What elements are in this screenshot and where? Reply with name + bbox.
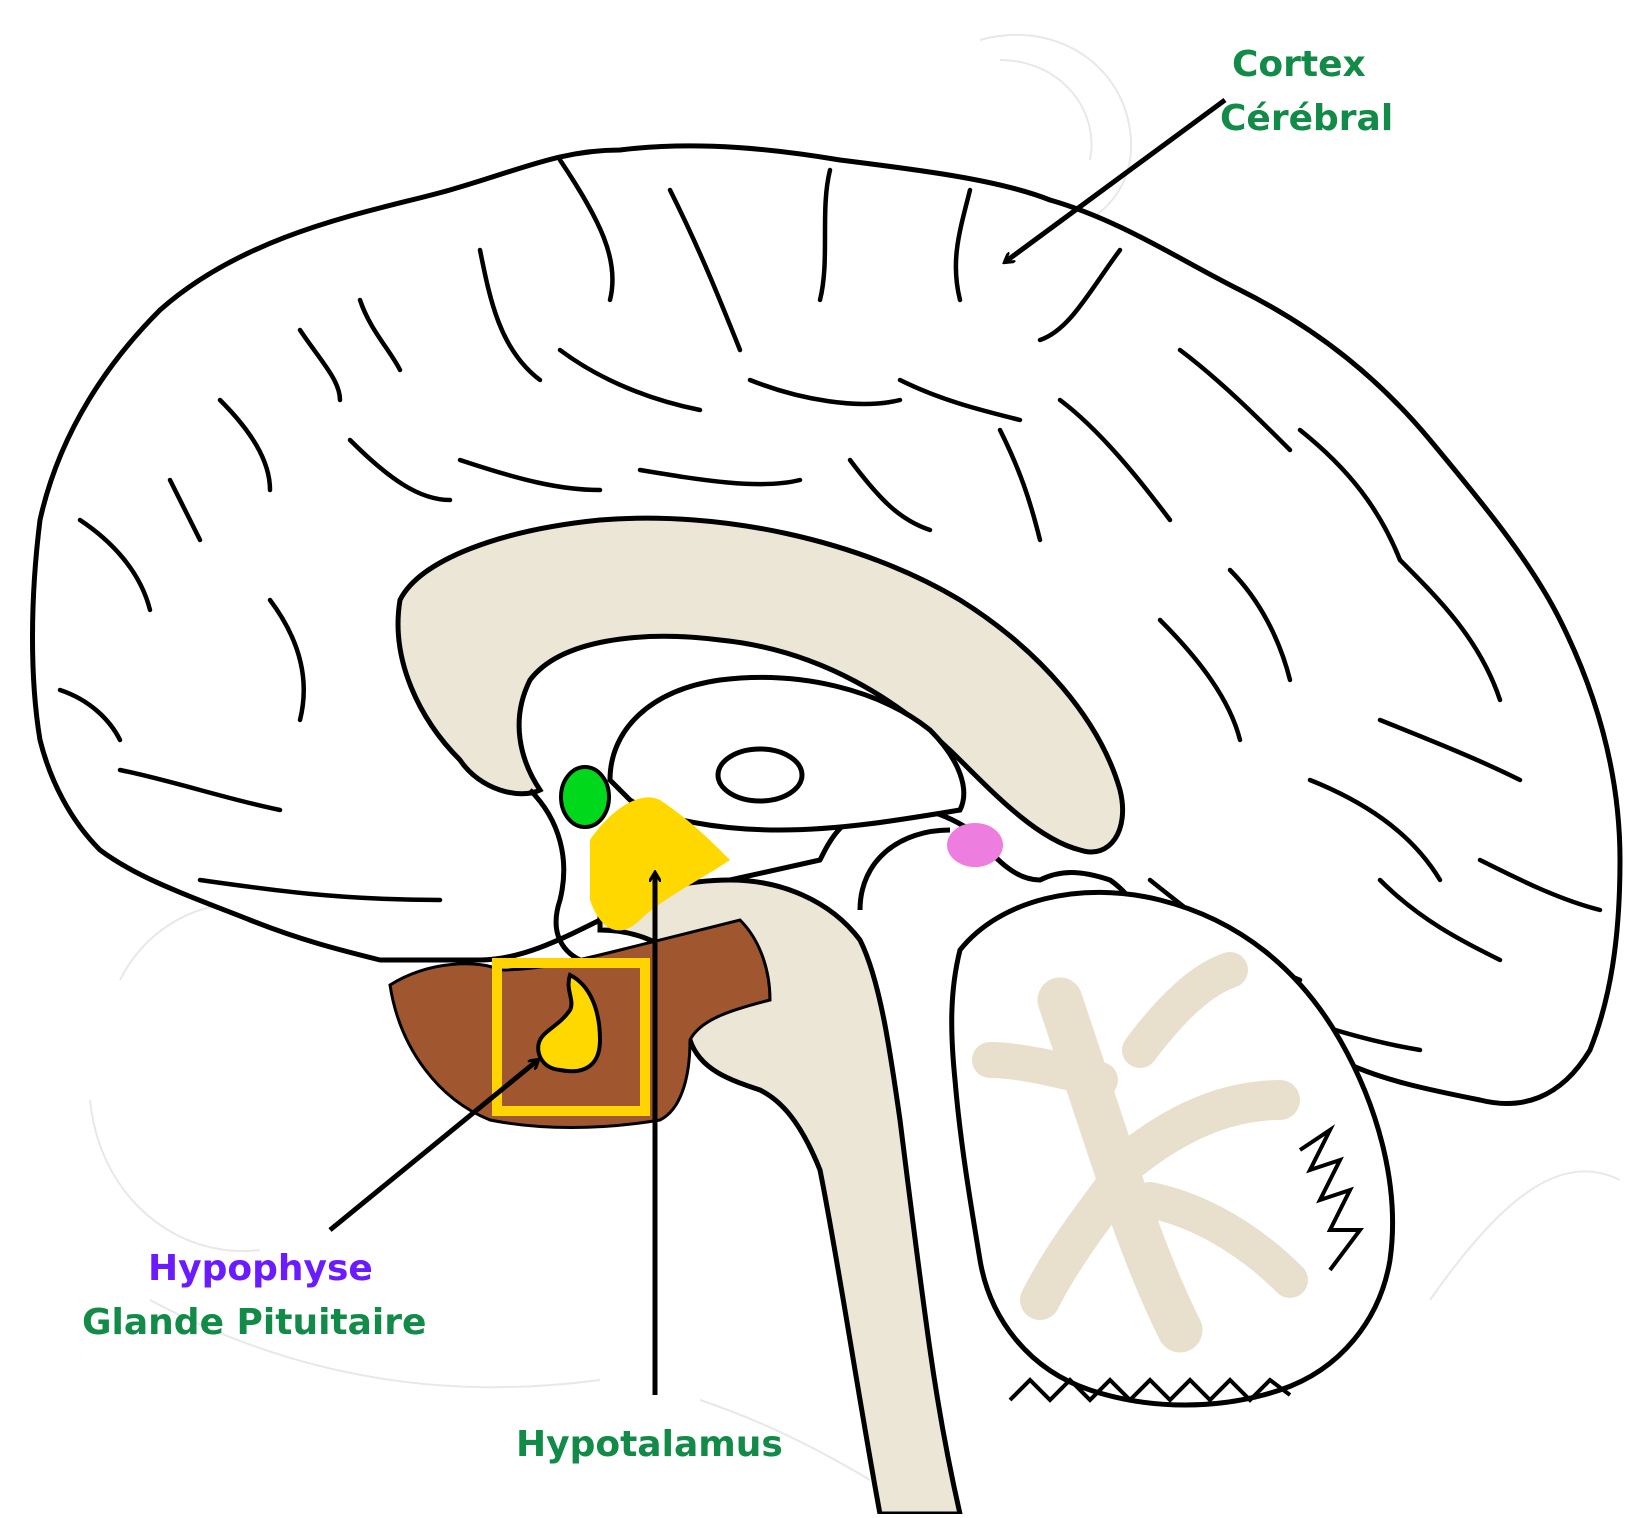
pineal-gland xyxy=(947,823,1003,867)
tectum-line xyxy=(860,830,950,910)
arrow-hypophyse xyxy=(330,1060,538,1230)
interthalamic-adhesion xyxy=(718,749,802,801)
label-glande-pituitaire: Glande Pituitaire xyxy=(82,1296,426,1350)
mammillary-body-green xyxy=(561,767,609,827)
label-hypotalamus: Hypotalamus xyxy=(516,1418,783,1472)
label-cortex-line1: Cortex xyxy=(1232,38,1366,92)
label-hypophyse: Hypophyse xyxy=(148,1242,373,1296)
label-cortex-line2: Cérébral xyxy=(1220,92,1393,146)
